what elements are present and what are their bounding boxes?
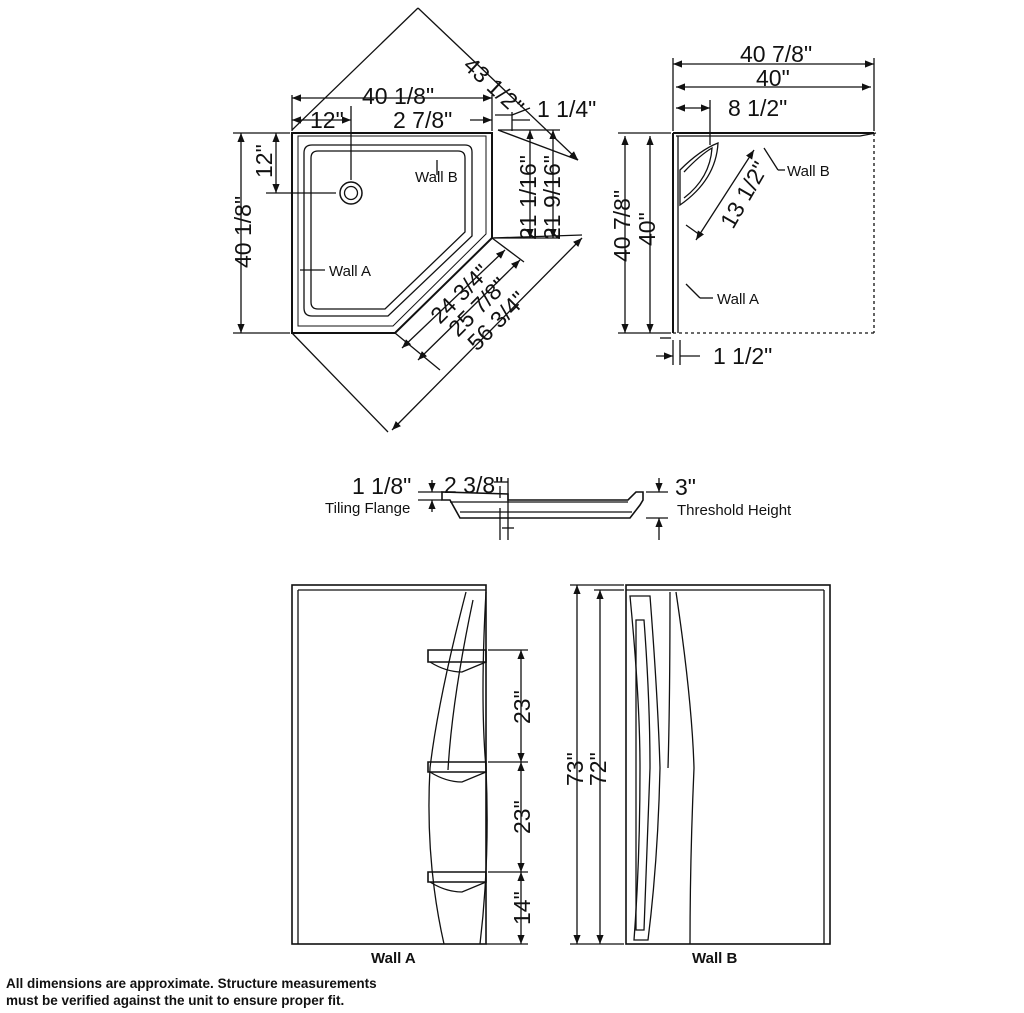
shelf-top — [427, 649, 487, 663]
dim-side-a: 21 1/16" — [515, 155, 541, 240]
profile-text: 1 1/8" Tiling Flange 2 3/8" 3" Threshold… — [325, 472, 792, 519]
dim-drain-x: 12" — [310, 107, 344, 133]
dim-height: 40 1/8" — [230, 196, 256, 268]
dim-overall-height: 73" — [562, 752, 588, 786]
dim-flange: 1 1/2" — [713, 343, 772, 369]
dim-overall-width: 40 7/8" — [740, 41, 812, 67]
wall-b-text: 73" 72" Wall B — [562, 752, 737, 967]
dim-shelf-base: 14" — [509, 891, 535, 925]
wall-a-drawing — [291, 584, 528, 945]
threshold-label: Threshold Height — [677, 502, 792, 519]
tiling-flange-label: Tiling Flange — [325, 500, 410, 517]
wall-b-label: Wall B — [787, 163, 830, 180]
side-plan — [618, 58, 877, 365]
drain-icon — [339, 181, 363, 205]
dim-2-3-8: 2 3/8" — [444, 472, 503, 498]
dim-threshold: 3" — [675, 474, 696, 500]
dim-drain-y: 12" — [251, 144, 277, 178]
dim-height: 40" — [634, 212, 660, 246]
dim-width: 40" — [756, 65, 790, 91]
dim-diagonal: 43 1/2" — [459, 52, 529, 120]
wall-b-name: Wall B — [692, 950, 737, 967]
side-plan-text: 40 7/8" 40" 8 1/2" 13 1/2" 40 7/8" 40" 1… — [609, 41, 830, 369]
base-plan-text: 40 1/8" 12" 2 7/8" 1 1/4" 43 1/2" 12" 40… — [230, 52, 596, 356]
dim-seat-width: 8 1/2" — [728, 95, 787, 121]
dim-corner-x: 2 7/8" — [393, 107, 452, 133]
wall-b-drawing — [570, 584, 831, 945]
wall-a-name: Wall A — [371, 950, 416, 967]
dim-side-b: 21 9/16" — [539, 155, 565, 240]
wall-a-label: Wall A — [717, 291, 759, 308]
footnote-line-1: All dimensions are approximate. Structur… — [6, 976, 377, 991]
wall-a-text: 23" 23" 14" Wall A — [371, 690, 535, 967]
footnote-line-2: must be verified against the unit to ens… — [6, 993, 345, 1008]
wall-b-label: Wall B — [415, 169, 458, 186]
dim-flange: 1 1/8" — [352, 473, 411, 499]
dim-shelf-gap-top: 23" — [509, 690, 535, 724]
base-plan — [233, 7, 583, 433]
dim-height: 72" — [585, 752, 611, 786]
footnote: All dimensions are approximate. Structur… — [6, 975, 377, 1009]
dim-overall-height: 40 7/8" — [609, 190, 635, 262]
dim-seat-diag: 13 1/2" — [715, 157, 774, 232]
dim-width: 40 1/8" — [362, 83, 434, 109]
base-profile — [418, 478, 668, 540]
dim-shelf-gap-mid: 23" — [509, 800, 535, 834]
dim-flange-x: 1 1/4" — [537, 96, 596, 122]
wall-a-label: Wall A — [329, 263, 371, 280]
